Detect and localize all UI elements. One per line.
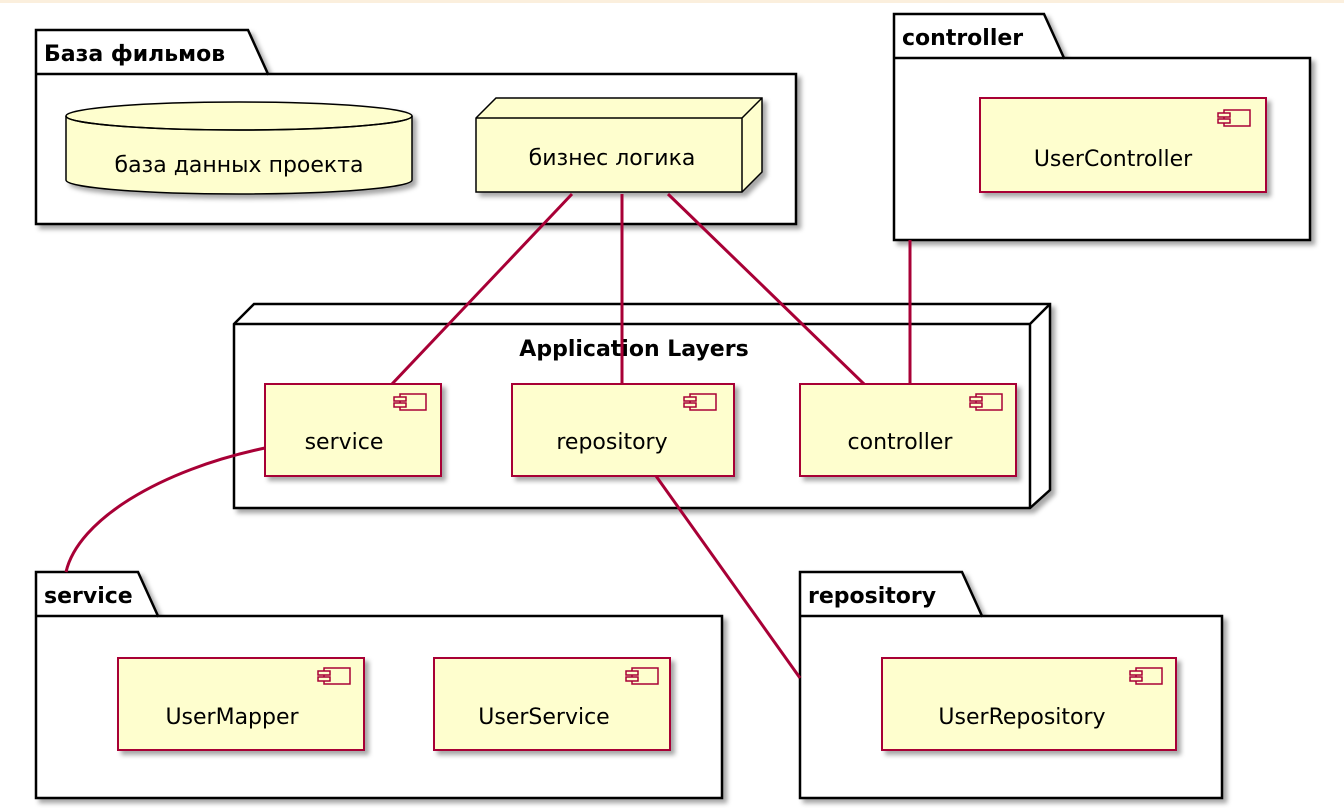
database-label: база данных проекта [115,153,364,178]
business-logic-label: бизнес логика [529,146,696,171]
component-user-controller [979,97,1267,193]
controller-component-icon [969,393,1003,411]
user-controller-component-icon [1217,109,1251,127]
user-service-component-icon [625,667,659,685]
link-business-to-service [390,192,574,386]
controller-label: controller [848,430,954,455]
business-logic-node [475,97,763,193]
user-controller-label: UserController [1034,147,1193,172]
application-layers-title: Application Layers [519,337,748,362]
user-repository-label: UserRepository [938,705,1105,730]
package-repository-title: repository [808,584,936,609]
component-user-repository [881,657,1177,751]
service-label: service [305,430,384,455]
business-logic-edges [476,97,763,192]
database-cylinder [65,101,413,195]
connection-links [64,192,912,679]
package-controller-title: controller [902,26,1023,51]
user-service-label: UserService [478,705,609,730]
package-film-db-title: База фильмов [44,42,225,67]
link-business-to-controller [666,192,866,386]
package-service-title: service [44,584,133,609]
database-rim [65,115,413,131]
repository-label: repository [556,430,667,455]
user-mapper-label: UserMapper [165,705,299,730]
link-repository-to-repository-package [654,475,802,679]
top-border [0,0,1344,3]
link-service-to-service-package [64,446,266,573]
service-component-icon [393,393,427,411]
repository-component-icon [683,393,717,411]
application-layers-edges [234,303,1051,508]
user-repository-component-icon [1129,667,1163,685]
user-mapper-component-icon [317,667,351,685]
component-user-mapper [117,657,365,751]
